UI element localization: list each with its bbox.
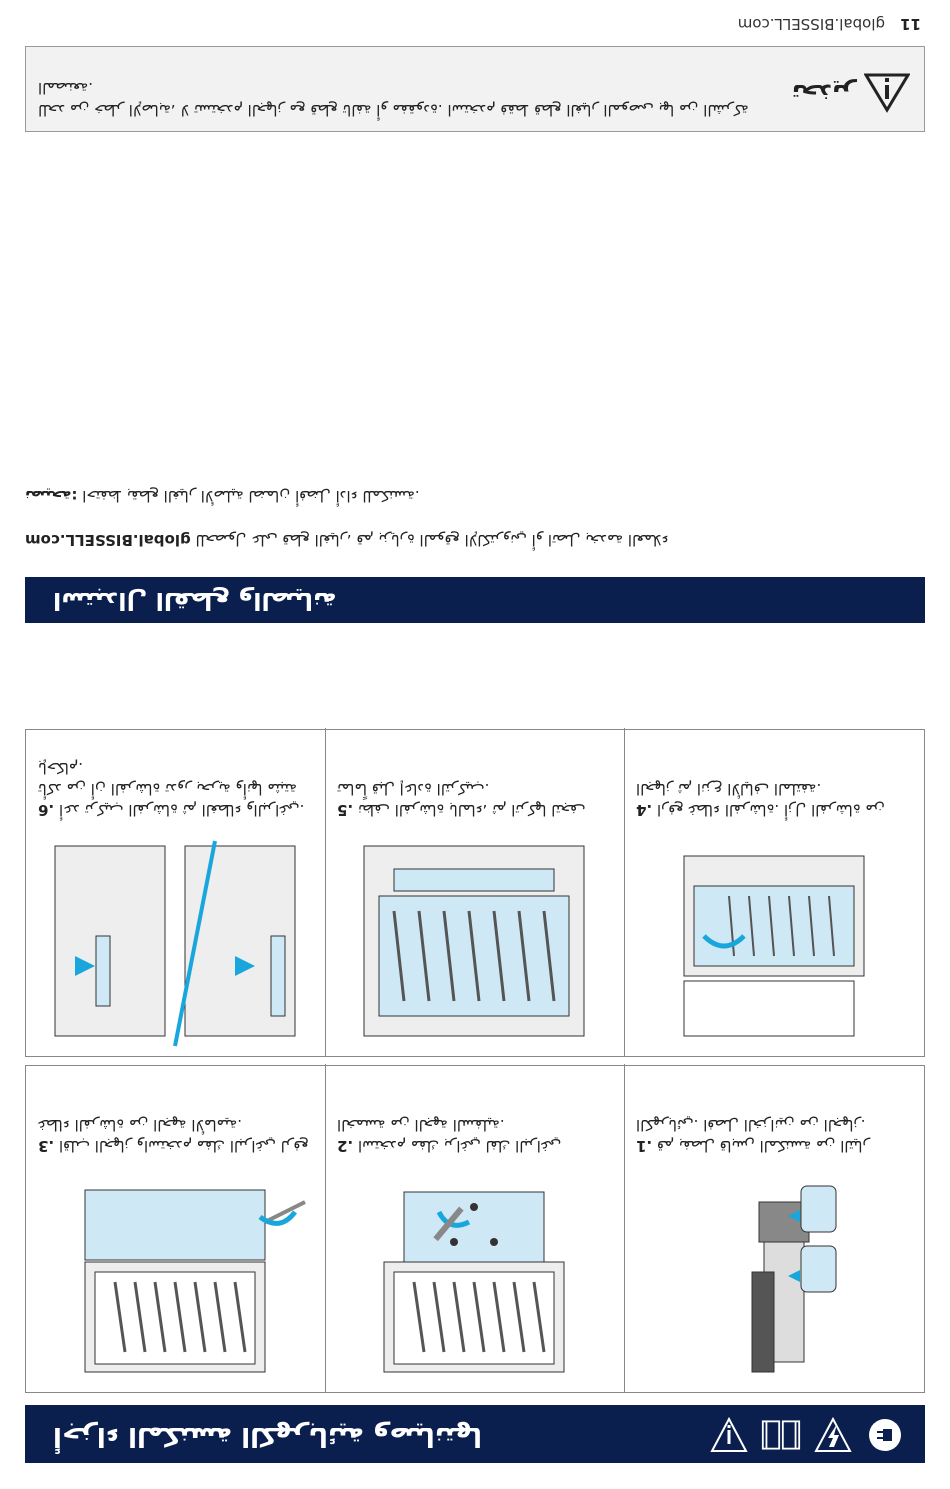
lightning-icon bbox=[813, 1415, 853, 1455]
step-text: ﺍﺭﻓﻊ ﻏﻄﺎﺀ ﺍﻟﻔﺮﺷﺎﺓ. ﺃﺯﻝ ﺍﻟﻔﺮﺷﺎﺓ ﻣﻦ ﺍﻟﺠﻬﺎﺯ… bbox=[636, 780, 885, 819]
parts-info-text: ﻟﻠﺤﺼﻮﻝ ﻋﻠﻰ ﻗﻄﻊ ﺍﻟﻐﻴﺎﺭ، ﻗﻢ ﺑﺰﻳﺎﺭﺓ ﺍﻟﻤﻮﻗﻊ … bbox=[195, 531, 669, 549]
warning-label: ﺗﺤﺬﻳﺮ bbox=[791, 79, 856, 107]
step-text: ﺍﺳﺘﺨﺪﻡ ﻣﻔﻚ ﺑﺮﺍﻏﻲ ﻟﻔﻚ ﺍﻟﺒﺮﺍﻏﻲ ﺍﻟﺨﻤﺴﺔ ﻣﻦ ﺍ… bbox=[337, 1116, 562, 1155]
website-link[interactable]: global.BISSELL.com bbox=[25, 531, 191, 549]
parts-info-line: global.BISSELL.com ﻟﻠﺤﺼﻮﻝ ﻋﻠﻰ ﻗﻄﻊ ﺍﻟﻐﻴﺎﺭ… bbox=[25, 531, 925, 549]
step-caption: 3. ﺍﻗﻠﺐ ﺍﻟﺠﻬﺎﺯ ﻭﺍﺳﺘﺨﺪﻡ ﻣﻔﻚ ﺍﻟﺒﺮﺍﻏﻲ ﻟﺮﻓﻊ … bbox=[26, 1106, 325, 1164]
step-cell-6: 6. ﺃﻋﺪ ﺗﺮﻛﻴﺐ ﺍﻟﻔﺮﺷﺎﺓ ﺛﻢ ﺍﻟﻐﻄﺎﺀ ﻭﺍﻟﺒﺮﺍﻏﻲ.… bbox=[26, 728, 325, 1056]
step-text: ﺃﻋﺪ ﺗﺮﻛﻴﺐ ﺍﻟﻔﺮﺷﺎﺓ ﺛﻢ ﺍﻟﻐﻄﺎﺀ ﻭﺍﻟﺒﺮﺍﻏﻲ. ﺗﺄ… bbox=[38, 759, 305, 819]
step-number: 4. bbox=[636, 801, 653, 819]
warning-icon bbox=[709, 1415, 749, 1455]
step-caption: 1. ﻗﻢ ﺑﻔﺼﻞ ﻗﺎﺑﺲ ﺍﻟﻤﻜﻨﺴﺔ ﻣﻦ ﺍﻟﺘﻴﺎﺭ ﺍﻟﻜﻬﺮﺑ… bbox=[624, 1106, 924, 1164]
step-number: 5. bbox=[337, 801, 354, 819]
step-number: 2. bbox=[337, 1137, 354, 1155]
step-caption: 5. ﻧﻈﻒ ﺍﻟﻔﺮﺷﺎﺓ ﺑﺎﻟﻤﺎﺀ، ﺛﻢ ﺍﺗﺮﻛﻬﺎ ﻟﺘﺠﻒ ﺗﻤ… bbox=[325, 770, 624, 828]
tip-label: ﻧﺼﻴﺤﺔ: bbox=[25, 487, 78, 505]
step-cell-5: 5. ﻧﻈﻒ ﺍﻟﻔﺮﺷﺎﺓ ﺑﺎﻟﻤﺎﺀ، ﺛﻢ ﺍﺗﺮﻛﻬﺎ ﻟﺘﺠﻒ ﺗﻤ… bbox=[325, 728, 624, 1056]
step-number: 1. bbox=[636, 1137, 653, 1155]
section-header-band: ﺃﺟﺰﺍﺀ ﺍﻟﻤﻜﻨﺴﺔ ﺍﻟﻜﻬﺮﺑﺎﺋﻴﺔ ﻭﺻﻴﺎﻧﺘﻬﺎ bbox=[25, 1405, 925, 1463]
steps-grid-row1: 1. ﻗﻢ ﺑﻔﺼﻞ ﻗﺎﺑﺲ ﺍﻟﻤﻜﻨﺴﺔ ﻣﻦ ﺍﻟﺘﻴﺎﺭ ﺍﻟﻜﻬﺮﺑ… bbox=[25, 1064, 925, 1393]
warning-triangle-icon bbox=[864, 73, 910, 113]
step-1-illustration bbox=[751, 1185, 837, 1373]
steps-grid-row2: 4. ﺍﺭﻓﻊ ﻏﻄﺎﺀ ﺍﻟﻔﺮﺷﺎﺓ. ﺃﺯﻝ ﺍﻟﻔﺮﺷﺎﺓ ﻣﻦ ﺍﻟﺠ… bbox=[25, 728, 925, 1057]
page-footer: 11 global.BISSELL.com bbox=[25, 9, 925, 33]
step-cell-1: 1. ﻗﻢ ﺑﻔﺼﻞ ﻗﺎﺑﺲ ﺍﻟﻤﻜﻨﺴﺔ ﻣﻦ ﺍﻟﺘﻴﺎﺭ ﺍﻟﻜﻬﺮﺑ… bbox=[624, 1064, 924, 1392]
step-text: ﺍﻗﻠﺐ ﺍﻟﺠﻬﺎﺯ ﻭﺍﺳﺘﺨﺪﻡ ﻣﻔﻚ ﺍﻟﺒﺮﺍﻏﻲ ﻟﺮﻓﻊ ﻏﻄﺎ… bbox=[38, 1116, 309, 1155]
step-4-illustration bbox=[683, 855, 865, 1037]
header-icons bbox=[709, 1415, 905, 1455]
step-cell-3: 3. ﺍﻗﻠﺐ ﺍﻟﺠﻬﺎﺯ ﻭﺍﺳﺘﺨﺪﻡ ﻣﻔﻚ ﺍﻟﺒﺮﺍﻏﻲ ﻟﺮﻓﻊ … bbox=[26, 1064, 325, 1392]
plug-icon bbox=[865, 1415, 905, 1455]
section-title: ﺃﺟﺰﺍﺀ ﺍﻟﻤﻜﻨﺴﺔ ﺍﻟﻜﻬﺮﺑﺎﺋﻴﺔ ﻭﺻﻴﺎﻧﺘﻬﺎ bbox=[53, 1421, 483, 1451]
parts-section-band: ﺍﺳﺘﺒﺪﺍﻝ ﺍﻟﻘﻄﻊ ﻭﺍﻟﺼﻴﺎﻧﺔ bbox=[25, 577, 925, 623]
step-cell-2: 2. ﺍﺳﺘﺨﺪﻡ ﻣﻔﻚ ﺑﺮﺍﻏﻲ ﻟﻔﻚ ﺍﻟﺒﺮﺍﻏﻲ ﺍﻟﺨﻤﺴﺔ ﻣ… bbox=[325, 1064, 624, 1392]
step-3-illustration bbox=[84, 1189, 306, 1373]
step-caption: 4. ﺍﺭﻓﻊ ﻏﻄﺎﺀ ﺍﻟﻔﺮﺷﺎﺓ. ﺃﺯﻝ ﺍﻟﻔﺮﺷﺎﺓ ﻣﻦ ﺍﻟﺠ… bbox=[624, 770, 924, 828]
step-caption: 2. ﺍﺳﺘﺨﺪﻡ ﻣﻔﻚ ﺑﺮﺍﻏﻲ ﻟﻔﻚ ﺍﻟﺒﺮﺍﻏﻲ ﺍﻟﺨﻤﺴﺔ ﻣ… bbox=[325, 1106, 624, 1164]
warning-box: ﺗﺤﺬﻳﺮ ﻟﻠﺤﺪ ﻣﻦ ﺧﻄﺮ ﺍﻹﺻﺎﺑﺔ، ﻻ ﺗﺴﺘﺨﺪﻡ ﺍﻟﺠﻬﺎ… bbox=[25, 46, 925, 132]
step-2-illustration bbox=[383, 1191, 565, 1373]
step-number: 3. bbox=[38, 1137, 55, 1155]
warning-label-group: ﺗﺤﺬﻳﺮ bbox=[792, 73, 910, 113]
step-caption: 6. ﺃﻋﺪ ﺗﺮﻛﻴﺐ ﺍﻟﻔﺮﺷﺎﺓ ﺛﻢ ﺍﻟﻐﻄﺎﺀ ﻭﺍﻟﺒﺮﺍﻏﻲ.… bbox=[26, 749, 325, 828]
parts-section-title: ﺍﺳﺘﺒﺪﺍﻝ ﺍﻟﻘﻄﻊ ﻭﺍﻟﺼﻴﺎﻧﺔ bbox=[53, 587, 337, 615]
step-cell-4: 4. ﺍﺭﻓﻊ ﻏﻄﺎﺀ ﺍﻟﻔﺮﺷﺎﺓ. ﺃﺯﻝ ﺍﻟﻔﺮﺷﺎﺓ ﻣﻦ ﺍﻟﺠ… bbox=[624, 728, 924, 1056]
tip-text: ﺍﺣﺘﻔﻆ ﺑﻘﻄﻊ ﺍﻟﻐﻴﺎﺭ ﺍﻷﺻﻠﻴﺔ ﻟﻀﻤﺎﻥ ﺃﻓﻀﻞ ﺃﺩﺍﺀ… bbox=[82, 487, 420, 505]
manual-icon bbox=[761, 1415, 801, 1455]
warning-text: ﻟﻠﺤﺪ ﻣﻦ ﺧﻄﺮ ﺍﻹﺻﺎﺑﺔ، ﻻ ﺗﺴﺘﺨﺪﻡ ﺍﻟﺠﻬﺎﺯ ﻣﻊ ﻗ… bbox=[38, 79, 749, 119]
page-number: 11 bbox=[900, 15, 921, 33]
step-6-illustration bbox=[54, 840, 296, 1047]
step-number: 6. bbox=[38, 801, 55, 819]
step-5-illustration bbox=[363, 845, 585, 1037]
footer-site: global.BISSELL.com bbox=[737, 15, 885, 33]
tip-line: ﻧﺼﻴﺤﺔ: ﺍﺣﺘﻔﻆ ﺑﻘﻄﻊ ﺍﻟﻐﻴﺎﺭ ﺍﻷﺻﻠﻴﺔ ﻟﻀﻤﺎﻥ ﺃﻓ… bbox=[25, 487, 925, 505]
step-text: ﻗﻢ ﺑﻔﺼﻞ ﻗﺎﺑﺲ ﺍﻟﻤﻜﻨﺴﺔ ﻣﻦ ﺍﻟﺘﻴﺎﺭ ﺍﻟﻜﻬﺮﺑﺎﺋﻲ… bbox=[636, 1116, 870, 1155]
step-text: ﻧﻈﻒ ﺍﻟﻔﺮﺷﺎﺓ ﺑﺎﻟﻤﺎﺀ، ﺛﻢ ﺍﺗﺮﻛﻬﺎ ﻟﺘﺠﻒ ﺗﻤﺎﻣﺎ… bbox=[337, 780, 586, 819]
